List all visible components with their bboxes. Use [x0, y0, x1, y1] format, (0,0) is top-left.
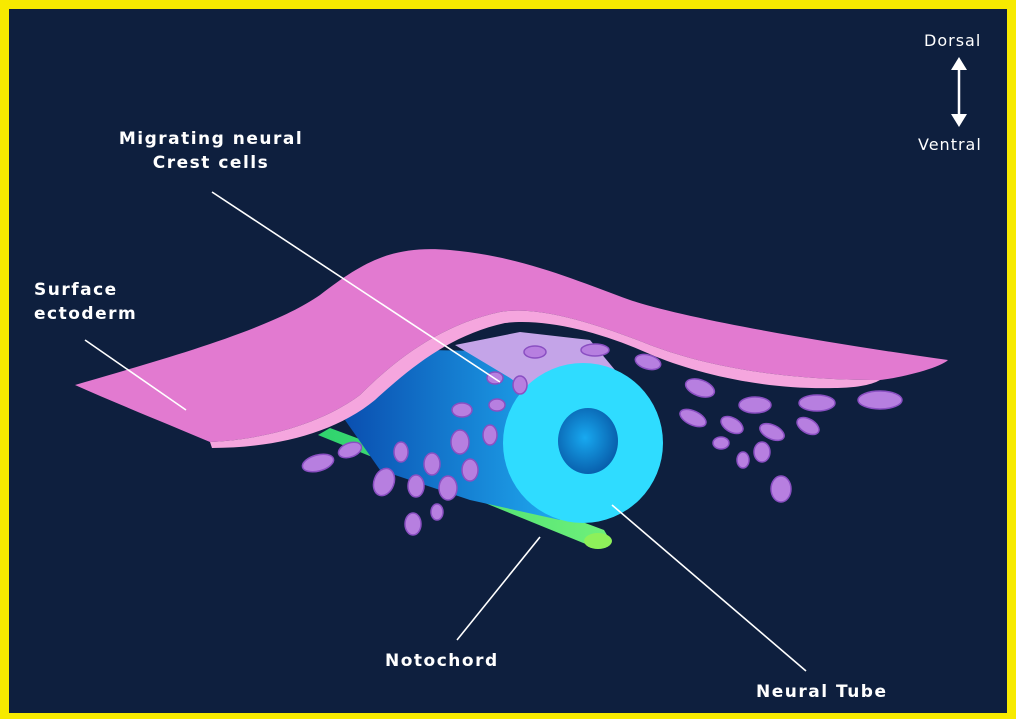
crest-cell	[452, 403, 472, 417]
label-neural-tube: Neural Tube	[756, 680, 888, 704]
label-ventral: Ventral	[918, 135, 982, 154]
crest-cell	[489, 399, 505, 411]
crest-cell	[581, 344, 609, 356]
crest-cell	[858, 391, 902, 409]
crest-cell	[394, 442, 408, 462]
label-surface-ectoderm: Surface ectoderm	[34, 278, 137, 326]
label-migrating-line1: Migrating neural	[102, 127, 320, 151]
crest-cell	[405, 513, 421, 535]
crest-cell	[799, 395, 835, 411]
crest-cell	[424, 453, 440, 475]
crest-cell	[431, 504, 443, 520]
label-migrating-neural-crest: Migrating neural Crest cells	[102, 127, 320, 175]
crest-cell	[713, 437, 729, 449]
notochord-end	[584, 533, 612, 549]
crest-cell	[771, 476, 791, 502]
crest-cell	[513, 376, 527, 394]
crest-cell	[483, 425, 497, 445]
crest-cell	[754, 442, 770, 462]
crest-cell	[737, 452, 749, 468]
label-dorsal: Dorsal	[924, 31, 981, 50]
crest-cell	[462, 459, 478, 481]
crest-cell	[439, 476, 457, 500]
label-migrating-line2: Crest cells	[102, 151, 320, 175]
crest-cell	[451, 430, 469, 454]
label-surface-line1: Surface	[34, 278, 137, 302]
crest-cell	[524, 346, 546, 358]
label-surface-line2: ectoderm	[34, 302, 137, 326]
crest-cell	[739, 397, 771, 413]
label-notochord: Notochord	[385, 649, 499, 673]
neural-tube-lumen	[558, 408, 618, 474]
crest-cell	[408, 475, 424, 497]
